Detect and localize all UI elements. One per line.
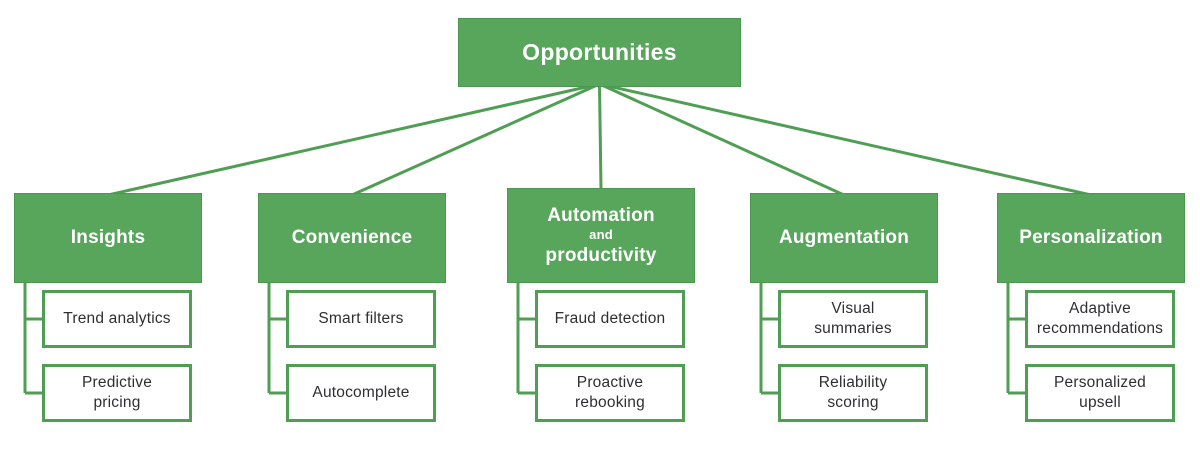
- category-label: Insights: [70, 227, 146, 249]
- category-insights: Insights: [14, 193, 202, 283]
- leaf-reliability-scoring: Reliability scoring: [778, 364, 928, 422]
- leaf-label-line: summaries: [814, 320, 892, 337]
- leaf-label-line: Autocomplete: [312, 384, 410, 402]
- leaf-label-line: Predictive: [81, 374, 153, 392]
- leaf-label-line: upsell: [1079, 394, 1121, 411]
- leaf-trend-analytics: Trend analytics: [42, 290, 192, 348]
- category-label-line: Automation: [547, 205, 655, 227]
- leaf-personalized-upsell: Personalized upsell: [1025, 364, 1175, 422]
- leaf-label-line: Reliability: [818, 374, 888, 392]
- leaf-label-line: Trend analytics: [63, 310, 171, 328]
- leaf-label-line: rebooking: [575, 394, 645, 411]
- leaf-autocomplete: Autocomplete: [286, 364, 436, 422]
- leaf-label-line: Visual: [831, 300, 875, 318]
- category-label-line: productivity: [545, 244, 657, 266]
- leaf-label-line: Smart filters: [318, 310, 404, 328]
- leaf-label-line: Adaptive: [1069, 300, 1131, 318]
- category-label: Personalization: [1019, 227, 1163, 249]
- leaf-label-line: Proactive: [576, 374, 644, 392]
- leaf-label-line: recommendations: [1036, 320, 1164, 337]
- leaf-smart-filters: Smart filters: [286, 290, 436, 348]
- leaf-visual-summaries: Visual summaries: [778, 290, 928, 348]
- category-label: Augmentation: [778, 227, 910, 249]
- leaf-proactive-rebooking: Proactive rebooking: [535, 364, 685, 422]
- category-label: Convenience: [291, 227, 413, 249]
- leaf-label-line: Fraud detection: [554, 310, 666, 328]
- leaf-predictive-pricing: Predictive pricing: [42, 364, 192, 422]
- category-augmentation: Augmentation: [750, 193, 938, 283]
- leaf-adaptive-recommendations: Adaptive recommendations: [1025, 290, 1175, 348]
- leaf-label-line: pricing: [93, 394, 141, 411]
- leaf-label-line: Personalized: [1053, 374, 1146, 392]
- leaf-fraud-detection: Fraud detection: [535, 290, 685, 348]
- category-label-line: and: [589, 227, 613, 243]
- category-convenience: Convenience: [258, 193, 446, 283]
- leaf-label-line: scoring: [827, 394, 879, 411]
- root-node-opportunities: Opportunities: [458, 18, 741, 87]
- category-personalization: Personalization: [997, 193, 1185, 283]
- root-node-label: Opportunities: [522, 39, 677, 65]
